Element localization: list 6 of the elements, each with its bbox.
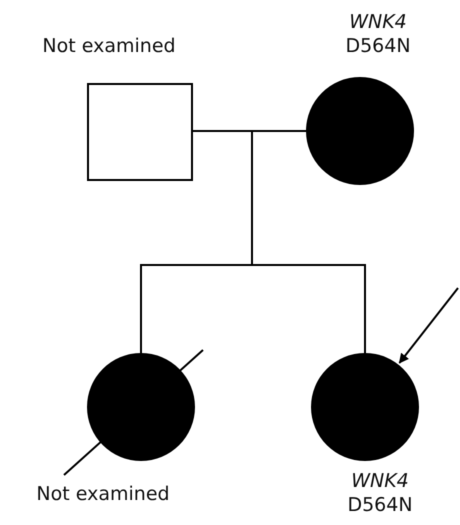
pedigree-label: Not examined <box>41 34 177 58</box>
pedigree-label: Not examined <box>35 482 171 506</box>
pedigree-line <box>251 130 366 353</box>
pedigree-label: WNK4 D564N <box>344 10 412 58</box>
pedigree-label: WNK4 D564N <box>346 469 414 517</box>
proband-arrow <box>398 287 459 364</box>
